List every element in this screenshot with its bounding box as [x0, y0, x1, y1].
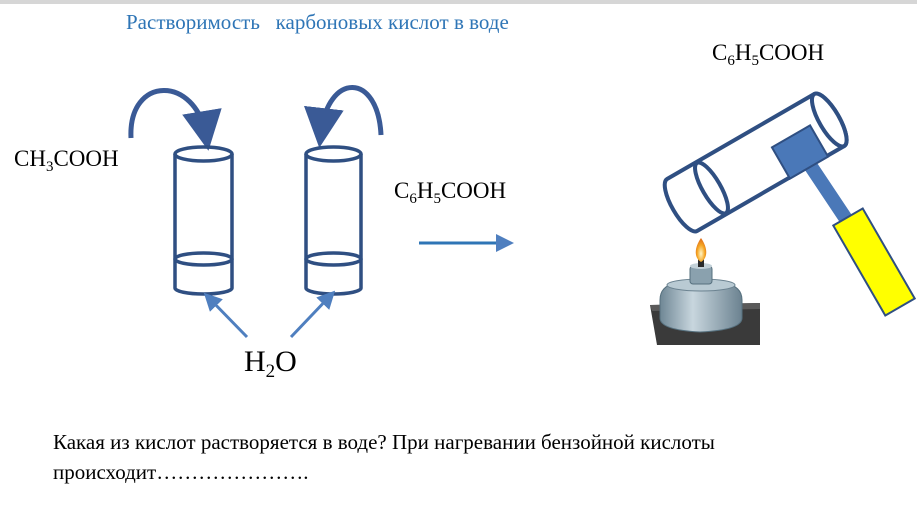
formula-benzoic-acid-heated: C6H5COOH — [712, 40, 825, 69]
test-tube-holder-icon — [770, 124, 917, 317]
water-arrow-right — [289, 290, 336, 339]
curved-arrow-icon — [304, 85, 384, 148]
page-title: Растворимость карбоновых кислот в воде — [126, 10, 509, 34]
top-border-line — [0, 0, 917, 4]
heated-test-tube — [662, 91, 849, 234]
flame-icon — [695, 238, 707, 262]
test-tube-icon — [173, 145, 234, 296]
formula-acetic-acid: CH3COOH — [14, 146, 119, 175]
water-arrow-left — [203, 292, 249, 339]
spirit-lamp-icon — [650, 258, 760, 345]
question-text: Какая из кислот растворяется в воде? При… — [53, 430, 715, 484]
formula-water: H2O — [244, 345, 297, 382]
formula-benzoic-acid: C6H5COOH — [394, 178, 507, 207]
test-tube-icon — [304, 145, 363, 296]
curved-arrow-icon — [128, 88, 222, 151]
